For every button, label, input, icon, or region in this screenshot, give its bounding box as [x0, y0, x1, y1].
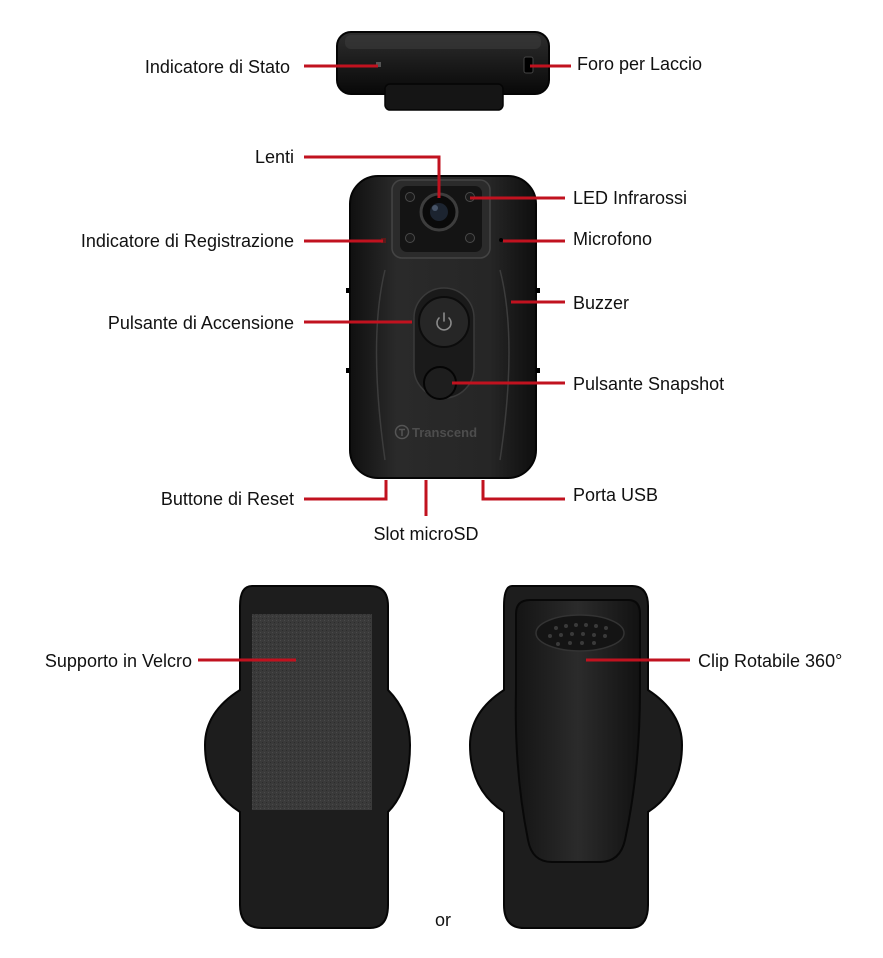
- label-lens: Lenti: [255, 147, 294, 167]
- label-microsd-slot: Slot microSD: [373, 524, 478, 544]
- front-view-camera: Transcend: [346, 175, 540, 479]
- brand-name: Transcend: [412, 425, 477, 440]
- transcend-logo-icon: [394, 424, 410, 440]
- label-snapshot-button: Pulsante Snapshot: [573, 374, 724, 394]
- label-rotating-clip: Clip Rotabile 360°: [698, 651, 842, 671]
- side-notch-left-1: [346, 288, 350, 293]
- leader-usb-port: [481, 480, 565, 501]
- top-view-top-strip: [345, 35, 541, 49]
- clip-grip-dots: [548, 623, 608, 646]
- label-power-button: Pulsante di Accensione: [108, 313, 294, 333]
- label-microphone: Microfono: [573, 229, 652, 249]
- snapshot-button[interactable]: [423, 366, 457, 400]
- leader-reset-button: [304, 480, 388, 501]
- status-indicator-led: [376, 62, 381, 67]
- side-notch-left-2: [346, 368, 350, 373]
- label-buzzer: Buzzer: [573, 293, 629, 313]
- power-button[interactable]: [418, 296, 470, 348]
- label-velcro-mount: Supporto in Velcro: [45, 651, 192, 671]
- leader-lens: [304, 155, 441, 198]
- top-view-camera: [336, 31, 550, 111]
- ir-led-4: [465, 233, 475, 243]
- leader-lines: [198, 64, 690, 662]
- rotating-clip-mount: [468, 585, 684, 929]
- power-icon: [436, 312, 452, 331]
- top-view-clip-base: [384, 83, 504, 111]
- ir-led-1: [405, 192, 415, 202]
- velcro-pad: [252, 614, 372, 810]
- label-ir-led: LED Infrarossi: [573, 188, 687, 208]
- clip-grip: [535, 614, 625, 652]
- front-right-contour: [499, 269, 510, 461]
- label-status-indicator: Indicatore di Stato: [145, 57, 290, 77]
- label-reset-button: Buttone di Reset: [161, 489, 294, 509]
- label-usb-port: Porta USB: [573, 485, 658, 505]
- label-rec-indicator: Indicatore di Registrazione: [81, 231, 294, 251]
- label-strap-hole: Foro per Laccio: [577, 54, 702, 74]
- velcro-mount: [203, 585, 412, 929]
- label-or: or: [435, 910, 451, 930]
- side-notch-right-2: [536, 368, 540, 373]
- side-notch-right-1: [536, 288, 540, 293]
- labels: Indicatore di Stato Foro per Laccio Lent…: [45, 54, 842, 930]
- rotating-clip: [514, 599, 641, 863]
- microphone-hole: [499, 238, 503, 242]
- lens-glass: [430, 203, 448, 221]
- rec-indicator-led: [381, 238, 386, 243]
- lens-reflection: [432, 205, 438, 211]
- front-left-contour: [375, 269, 386, 461]
- ir-led-3: [405, 233, 415, 243]
